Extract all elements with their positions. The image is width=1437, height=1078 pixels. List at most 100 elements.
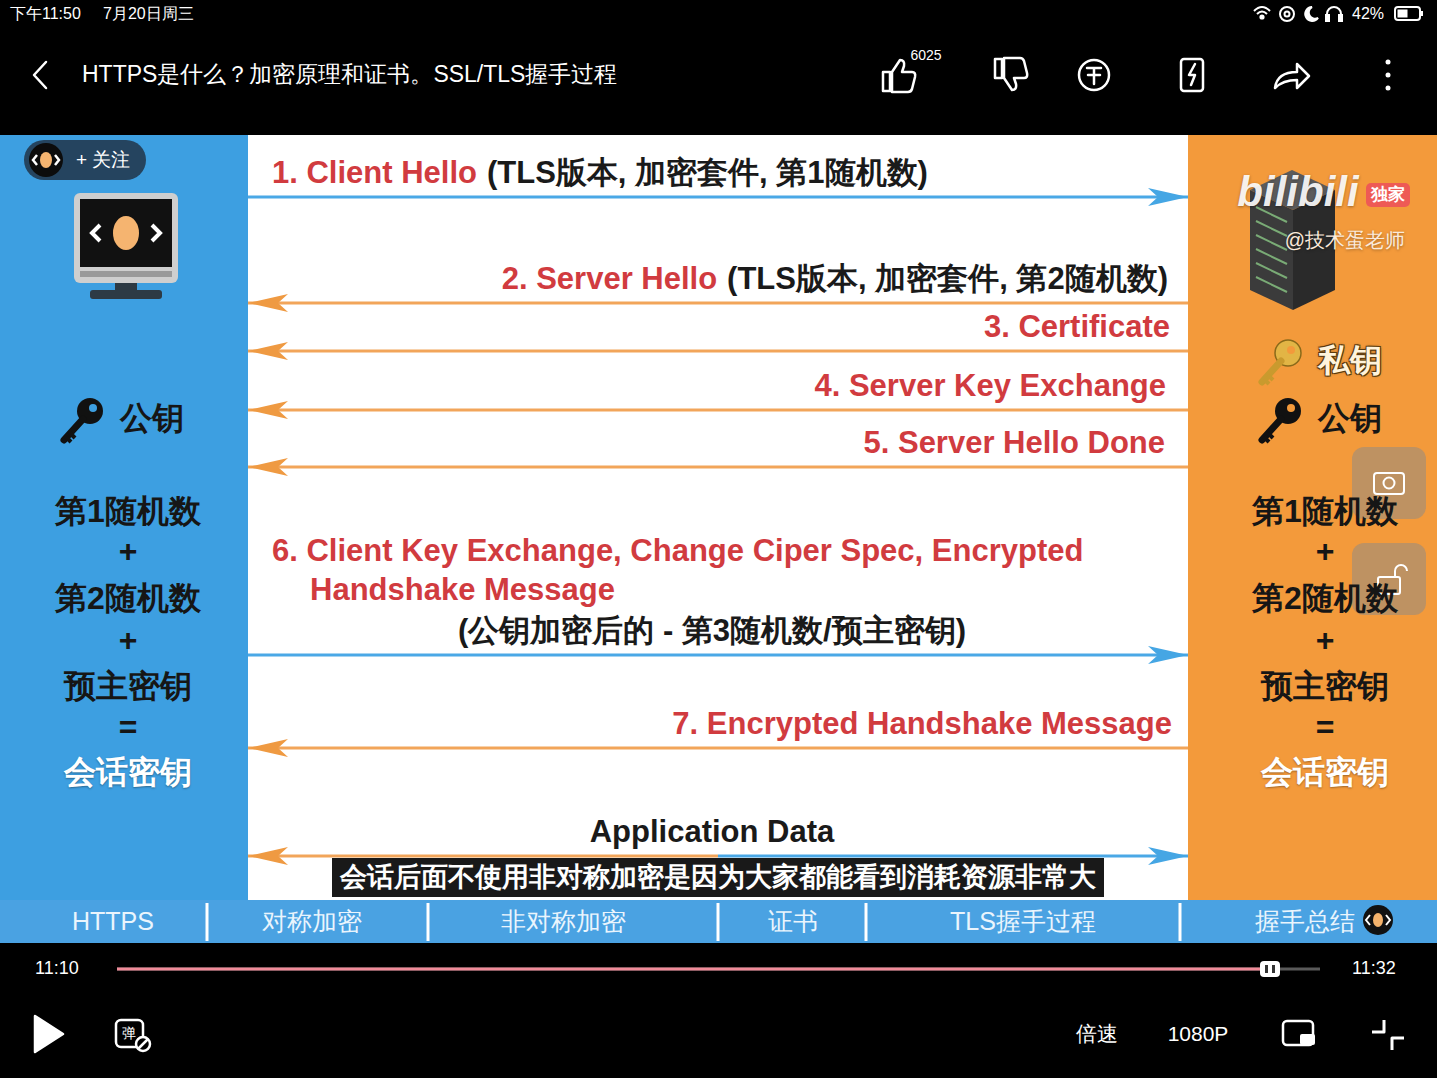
message-arrow: [248, 654, 1188, 657]
key-icon: [66, 437, 71, 442]
avatar-icon: [29, 143, 63, 177]
message-name: 1. Client Hello: [272, 154, 477, 191]
overlay-buttons: [1395, 565, 1407, 577]
like-count: 6025: [910, 47, 941, 64]
key-icon: [89, 404, 97, 412]
message-arrow: [248, 747, 1188, 750]
connector-layer: [248, 197, 1188, 856]
follow-label: + 关注: [76, 149, 130, 172]
message-name: 4. Server Key Exchange: [814, 367, 1166, 404]
toolbar-icons: [995, 58, 1027, 90]
computer-icon: [80, 199, 172, 267]
chapter-label: TLS握手过程: [950, 906, 1096, 936]
status-icons: [1280, 7, 1294, 21]
subtitle-box: 会话后面不使用非对称加密是因为大家都能看到消耗资源非常大: [332, 858, 1104, 897]
private-key-icon: [1264, 379, 1269, 384]
message-arrow: [248, 409, 1188, 412]
chapter-bar: [1373, 913, 1383, 927]
formula-term: 第1随机数: [1252, 492, 1398, 530]
message-label-group: 7. Encrypted Handshake Message: [672, 705, 1172, 742]
message-params: (TLS版本, 加密套件, 第2随机数): [727, 260, 1168, 297]
message-arrow: [248, 196, 1188, 199]
key-icon: [64, 398, 103, 442]
message-arrow: [248, 350, 1188, 353]
progress-bar: [1260, 961, 1280, 977]
badge-label: 独家: [1371, 185, 1405, 205]
progress-bar: [117, 961, 1320, 977]
message-label-group: 2. Server Hello(TLS版本, 加密套件, 第2随机数): [502, 260, 1168, 297]
computer-icon: [74, 193, 178, 299]
toolbar-icons: [34, 58, 1391, 92]
message-name: Application Data: [590, 813, 835, 850]
toolbar-icons: [1386, 73, 1391, 78]
toolbar-icons: [1079, 60, 1109, 90]
formula-operator: +: [1316, 621, 1335, 659]
server-icon: [1256, 263, 1287, 278]
message-label-group: 4. Server Key Exchange: [814, 367, 1166, 404]
computer-icon: [115, 283, 137, 291]
formula-operator: +: [119, 621, 138, 659]
chapter-label: 证书: [768, 906, 818, 936]
current-time: 11:10: [35, 958, 79, 980]
formula-term: 第1随机数: [55, 492, 201, 530]
status-icons: [1260, 15, 1263, 18]
message-arrow: [248, 302, 1188, 305]
chapter-label: 握手总结: [1255, 906, 1355, 936]
key-label: 公钥: [120, 399, 184, 437]
follow-button: + 关注: [24, 140, 146, 180]
key-icon: [1268, 433, 1273, 438]
status-icons: [1339, 15, 1342, 21]
player-controls: [35, 1016, 1404, 1052]
toolbar-icons: [1386, 86, 1391, 91]
overlay-buttons: [1374, 473, 1404, 494]
progress-bar: [117, 968, 1262, 971]
formula-term: 第2随机数: [55, 579, 201, 617]
player-controls: [35, 1016, 63, 1052]
status-icons: [1395, 7, 1420, 20]
chapter-bar: [865, 903, 868, 941]
exclusive-badge: 独家: [1366, 183, 1410, 207]
progress-bar: [1265, 965, 1268, 973]
status-icons: [1326, 15, 1329, 21]
status-icons: [1254, 7, 1423, 21]
status-icons: [1398, 10, 1408, 18]
message-label-group: Application Data: [590, 813, 835, 850]
toolbar-icons: [1386, 60, 1391, 65]
danmaku-icon-label: 弹: [122, 1025, 136, 1042]
status-icons: [1285, 12, 1290, 17]
avatar-icon: [40, 152, 52, 168]
battery-level: 42%: [1352, 4, 1384, 23]
server-icon: [1256, 207, 1287, 292]
message-label-group: 6. Client Key Exchange, Change Ciper Spe…: [272, 532, 1152, 649]
chapter-bar: [207, 903, 1180, 941]
message-label-group: 5. Server Hello Done: [863, 424, 1165, 461]
message-name: 6. Client Key Exchange, Change Ciper Spe…: [272, 532, 1152, 610]
toolbar-icons: [1275, 64, 1309, 88]
chapter-bar: [1366, 915, 1390, 925]
message-params: (公钥加密后的 - 第3随机数/预主密钥): [458, 612, 966, 649]
chapter-bar: [717, 903, 720, 941]
chapter-bar: [1179, 903, 1182, 941]
toolbar-icons: [883, 60, 915, 92]
status-time: 下午11:50: [10, 4, 81, 23]
avatar-icon: [33, 155, 59, 165]
toolbar-icons: [995, 58, 1027, 90]
server-icon: [1256, 277, 1287, 292]
key-label: 公钥: [1318, 399, 1382, 437]
message-label-group: 1. Client Hello(TLS版本, 加密套件, 第1随机数): [272, 154, 928, 191]
message-name: 5. Server Hello Done: [863, 424, 1165, 461]
formula-term: 第2随机数: [1252, 579, 1398, 617]
private-key-icon: [1262, 340, 1301, 384]
toolbar-icons: [1181, 59, 1203, 91]
progress-bar: [117, 968, 1320, 971]
message-arrow: [248, 466, 1188, 469]
overlay-buttons: [1384, 478, 1395, 489]
chapter-bar: [206, 903, 209, 941]
player-controls: [136, 1037, 150, 1051]
chapter-label: HTTPS: [72, 906, 154, 936]
formula-operator: =: [119, 708, 138, 746]
watermark: @技术蛋老师: [1285, 228, 1405, 252]
server-icon: [1256, 221, 1287, 236]
private-key-icon: [1287, 346, 1295, 354]
computer-icon: [90, 290, 162, 299]
